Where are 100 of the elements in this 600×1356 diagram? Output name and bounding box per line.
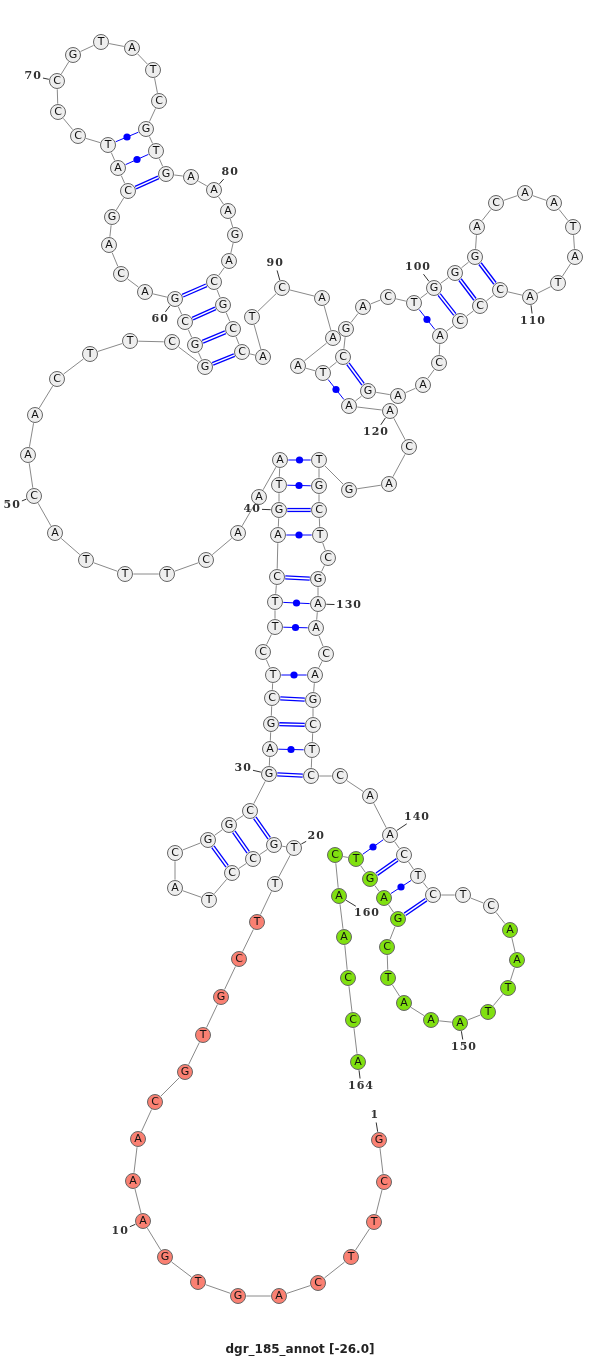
- backbone-line: [174, 860, 176, 881]
- leader-line: [530, 304, 533, 314]
- leader-line: [460, 1030, 464, 1040]
- backbone-line: [511, 937, 516, 953]
- nucleotide: C: [274, 280, 290, 296]
- backbone-line: [197, 352, 203, 360]
- backbone-line: [127, 278, 139, 288]
- nucleotide: T: [267, 594, 283, 610]
- position-number: 160: [354, 907, 380, 919]
- nucleotide: A: [290, 358, 306, 374]
- nucleotide: A: [221, 253, 237, 269]
- backbone-line: [60, 61, 70, 75]
- nucleotide: G: [447, 265, 463, 281]
- nucleotide: T: [249, 914, 265, 930]
- backbone-line: [110, 152, 116, 161]
- nucleotide: T: [500, 980, 516, 996]
- nucleotide: C: [198, 552, 214, 568]
- backbone-line: [339, 903, 344, 930]
- backbone-line: [229, 218, 234, 228]
- backbone-line: [375, 1189, 383, 1215]
- nucleotide: C: [488, 195, 504, 211]
- leader-line: [300, 840, 307, 845]
- backbone-line: [481, 209, 492, 221]
- backbone-line: [278, 467, 281, 478]
- position-number: 50: [3, 499, 21, 511]
- base-pair-line: [282, 623, 309, 632]
- backbone-line: [148, 136, 154, 144]
- backbone-line: [134, 1188, 142, 1214]
- nucleotide: G: [65, 47, 81, 63]
- leader-line: [396, 823, 408, 831]
- backbone-line: [28, 462, 34, 489]
- backbone-line: [133, 1146, 138, 1174]
- nucleotide: A: [325, 330, 341, 346]
- backbone-line: [276, 542, 279, 570]
- nucleotide: C: [483, 898, 499, 914]
- backbone-line: [160, 1077, 180, 1097]
- base-pair-line: [125, 153, 149, 166]
- diagram-title: dgr_185_annot [-26.0]: [225, 1342, 375, 1356]
- nucleotide: T: [455, 887, 471, 903]
- backbone-line: [342, 856, 349, 858]
- base-pair-line: [286, 481, 312, 490]
- backbone-line: [108, 43, 125, 47]
- backbone-line: [174, 562, 199, 572]
- backbone-line: [375, 391, 391, 396]
- nucleotide: T: [480, 1004, 496, 1020]
- leader-line: [276, 269, 281, 281]
- backbone-line: [93, 562, 118, 572]
- nucleotide: A: [135, 1213, 151, 1229]
- backbone-line: [271, 682, 274, 691]
- backbone-line: [257, 293, 277, 312]
- nucleotide: A: [396, 995, 412, 1011]
- nucleotide: A: [415, 377, 431, 393]
- nucleotide: T: [366, 1214, 382, 1230]
- nucleotide: A: [255, 349, 271, 365]
- double-pair-line: [437, 293, 457, 316]
- nucleotide: G: [138, 121, 154, 137]
- nucleotide: G: [104, 209, 120, 225]
- backbone-line: [265, 659, 271, 668]
- backbone-line: [318, 493, 320, 503]
- nucleotide: G: [187, 337, 203, 353]
- nucleotide: A: [262, 741, 278, 757]
- backbone-line: [395, 298, 407, 302]
- leader-line: [21, 498, 27, 502]
- nucleotide: G: [371, 1132, 387, 1148]
- position-number: 164: [348, 1080, 374, 1092]
- nucleotide: G: [266, 837, 282, 853]
- nucleotide: T: [311, 452, 327, 468]
- leader-line: [252, 769, 262, 773]
- nucleotide: C: [234, 344, 250, 360]
- backbone-line: [235, 336, 240, 345]
- base-pair-line: [287, 456, 312, 464]
- nucleotide: T: [348, 851, 364, 867]
- nucleotide: A: [567, 249, 583, 265]
- double-pair-line: [286, 507, 312, 513]
- backbone-line: [178, 346, 199, 363]
- nucleotide: C: [320, 550, 336, 566]
- nucleotide: A: [230, 525, 246, 541]
- backbone-line: [440, 894, 456, 896]
- nucleotide: A: [130, 1131, 146, 1147]
- backbone-line: [348, 985, 353, 1013]
- nucleotide: A: [390, 388, 406, 404]
- nucleotide: C: [231, 951, 247, 967]
- leader-line: [380, 417, 386, 426]
- backbone-line: [503, 195, 518, 201]
- nucleotide: A: [251, 489, 267, 505]
- backbone-line: [379, 1147, 384, 1175]
- nucleotide: T: [148, 143, 164, 159]
- position-number: 140: [404, 811, 430, 823]
- nucleotide: T: [343, 1249, 359, 1265]
- nucleotide: G: [338, 321, 354, 337]
- position-number: 150: [451, 1041, 477, 1053]
- nucleotide: G: [230, 1288, 246, 1304]
- nucleotide: A: [183, 169, 199, 185]
- backbone-line: [510, 967, 515, 981]
- nucleotide: A: [509, 952, 525, 968]
- position-number: 70: [24, 70, 42, 82]
- base-pair-line: [418, 309, 436, 330]
- backbone-line: [286, 1285, 311, 1294]
- backbone-line: [317, 586, 319, 597]
- base-pair-line: [115, 131, 139, 143]
